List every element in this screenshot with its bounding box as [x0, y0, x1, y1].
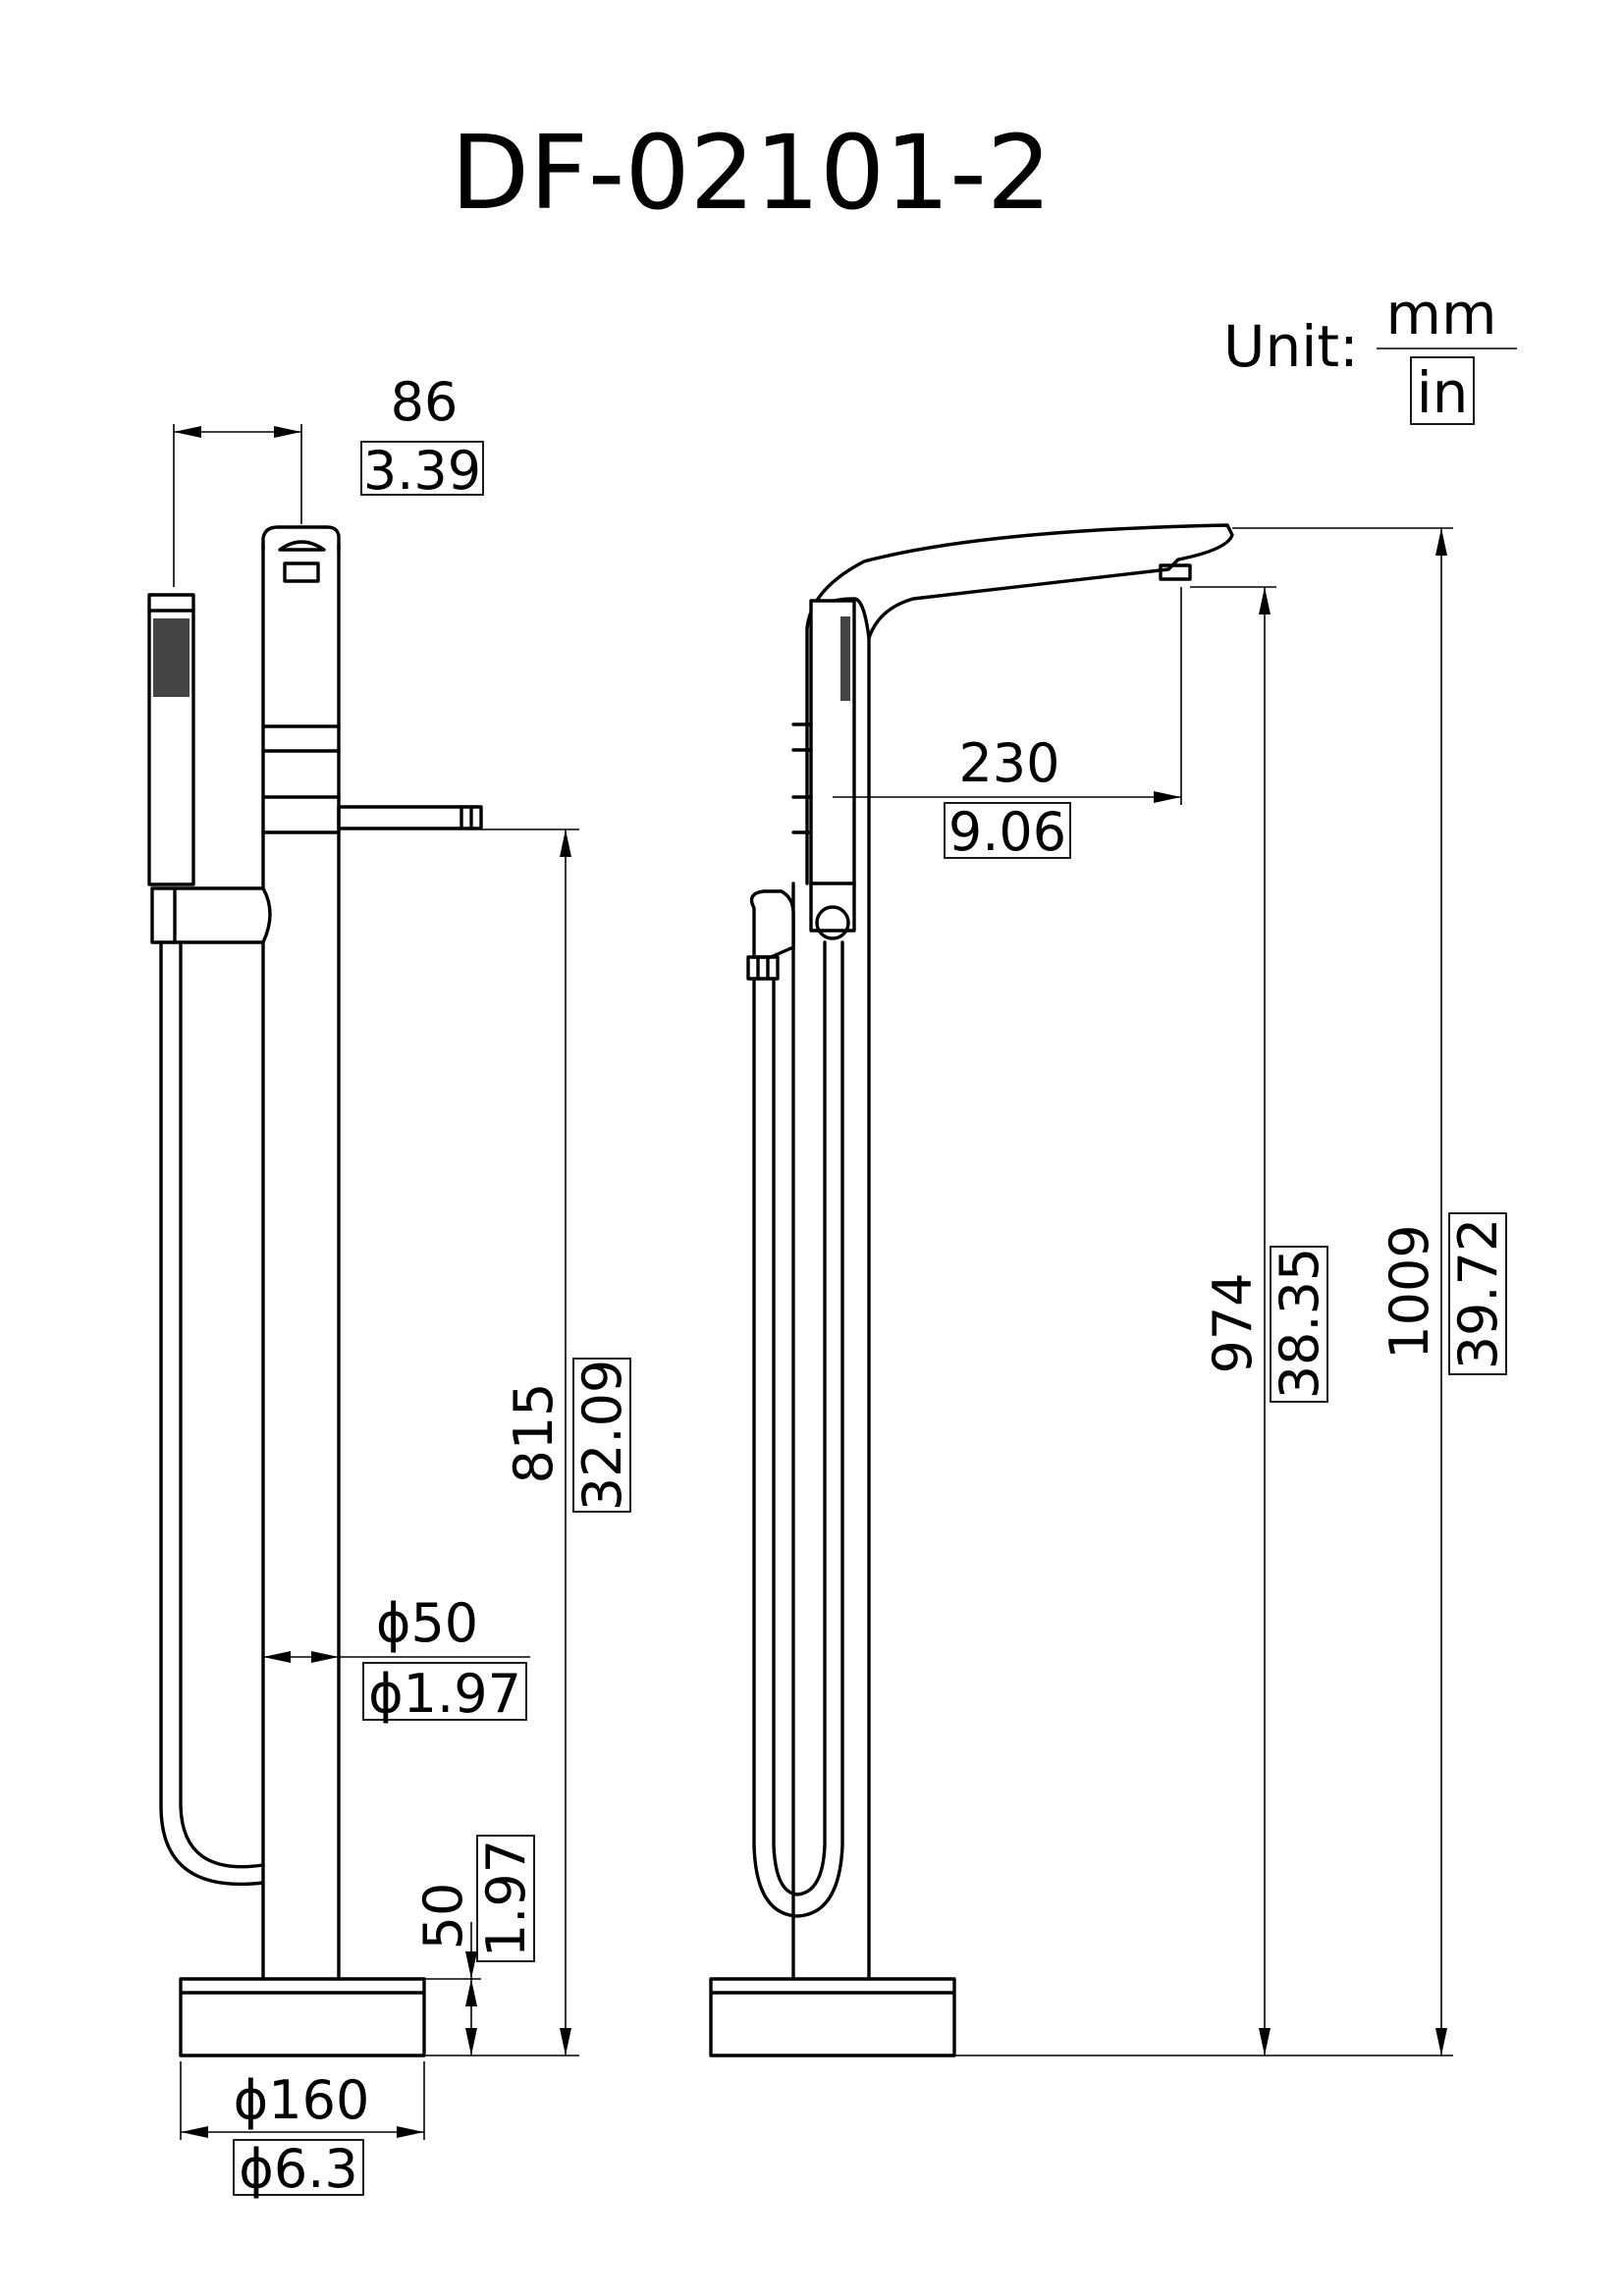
dim-outlet-height-mm: 974 [1202, 1272, 1264, 1373]
dim-spout-reach-mm: 230 [958, 732, 1059, 794]
front-lever-handle [337, 805, 483, 830]
front-shower-holder [150, 886, 272, 944]
front-dimensions: 86 3.39 815 32.09 ϕ50 ϕ1.97 50 1.97 [173, 371, 633, 2200]
front-top-cap [261, 525, 341, 552]
unit-legend: Unit: mm in [1223, 281, 1517, 426]
dim-outlet-height-in: 38.35 [1269, 1248, 1330, 1400]
unit-primary: mm [1386, 281, 1497, 347]
unit-secondary-box [1410, 356, 1475, 425]
dim-handshower-offset-mm: 86 [391, 371, 459, 433]
dim-handshower-offset-in: 3.39 [363, 440, 481, 502]
unit-secondary: in [1417, 359, 1469, 426]
dim-overall-height-in: 39.72 [1447, 1218, 1509, 1370]
dim-overall-height-mm: 1009 [1379, 1224, 1440, 1359]
front-shower-nozzles [153, 618, 189, 697]
front-hose-outer [159, 940, 265, 1887]
side-hose-outer [752, 940, 844, 1918]
front-hose-inner [179, 940, 265, 1869]
dim-base-diameter-in: ϕ6.3 [239, 2138, 358, 2200]
side-dimensions: 230 9.06 974 38.35 1009 39.72 [833, 527, 1509, 2056]
dim-base-diameter-mm: ϕ160 [234, 2069, 370, 2131]
dim-base-height-mm: 50 [412, 1883, 474, 1950]
side-hose-inner [772, 940, 827, 1896]
dim-column-diameter-in: ϕ1.97 [368, 1663, 521, 1725]
side-base [709, 1977, 956, 2057]
front-view [147, 525, 483, 2057]
model-title: DF-02101-2 [451, 113, 1052, 233]
dim-spout-height-mm: 815 [503, 1382, 565, 1483]
dim-column-diameter-mm: ϕ50 [376, 1592, 478, 1654]
side-view [709, 523, 1234, 2057]
dim-base-height-in: 1.97 [475, 1840, 537, 1957]
side-elbow-connector [749, 889, 795, 959]
dim-spout-height-in: 32.09 [571, 1360, 633, 1512]
unit-label: Unit: [1223, 313, 1359, 380]
side-spout-outlet [1159, 563, 1192, 581]
dim-spout-reach-in: 9.06 [948, 801, 1066, 863]
side-spout [805, 523, 1234, 885]
front-base [179, 1977, 426, 2057]
